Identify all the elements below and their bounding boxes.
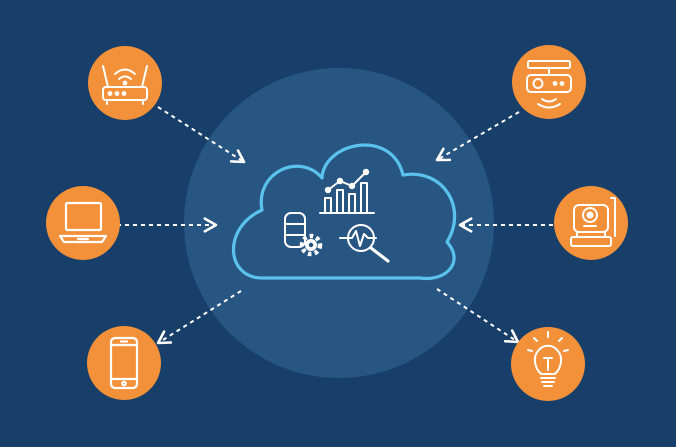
bar-line-chart-icon: [319, 168, 375, 214]
arrow-cloud-to-phone: [156, 290, 242, 345]
wifi-router-icon: [102, 65, 148, 105]
cloud-icon: [231, 143, 457, 281]
device-node-smartphone: [87, 326, 161, 400]
device-node-wifi-router: [88, 46, 162, 120]
arrow-cloud-to-bulb: [436, 288, 520, 344]
cloud-halo: [184, 68, 494, 378]
device-node-smart-bulb: [511, 327, 585, 401]
gear-icon: [299, 233, 323, 257]
database-settings-icon: [284, 212, 306, 248]
arrow-router-to-cloud: [157, 106, 246, 164]
device-node-projector: [512, 45, 586, 119]
smartphone-icon: [109, 336, 139, 390]
device-node-laptop: [46, 186, 120, 260]
projector-icon: [526, 60, 572, 109]
device-node-robot-arm: [554, 186, 628, 260]
robot-arm-icon: [570, 197, 616, 247]
laptop-icon: [58, 201, 108, 244]
connection-arrows: [117, 106, 553, 345]
smart-bulb-icon: [527, 331, 569, 387]
analytics-magnifier-icon: [339, 224, 390, 263]
